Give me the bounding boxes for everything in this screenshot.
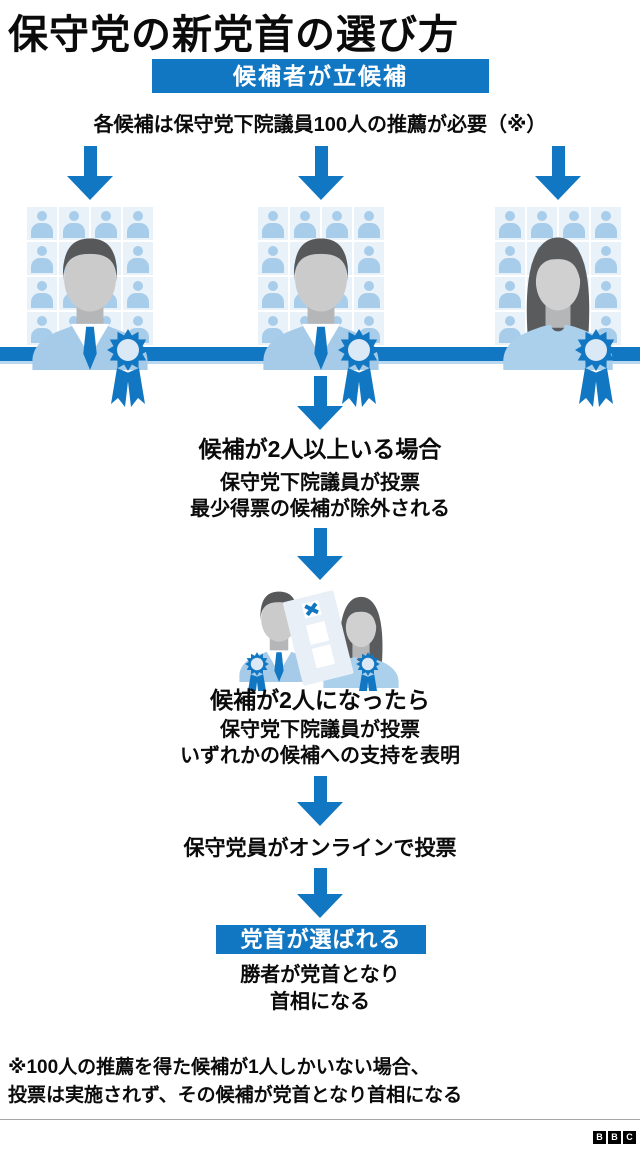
supporter-tile-icon [59,207,89,240]
supporter-tile-icon [123,277,153,310]
supporter-tile-icon [27,207,57,240]
ballot-scene-icon [239,590,399,691]
step5-banner: 党首が選ばれる [216,925,426,954]
footnote-line1: ※100人の推薦を得た候補が1人しかいない場合、 [8,1057,430,1078]
step5-line1: 勝者が党首となり [240,964,400,986]
step2-line1: 保守党下院議員が投票 [220,472,420,494]
step5-line2: 首相になる [270,991,370,1013]
supporter-tile-icon [591,207,621,240]
supporter-tile-icon [27,242,57,275]
supporter-tile-icon [495,277,525,310]
down-arrow-icon [297,868,343,918]
footnote: ※100人の推薦を得た候補が1人しかいない場合、 投票は実施されず、その候補が党… [8,1054,462,1110]
step1-note: 各候補は保守党下院議員100人の推薦が必要（※） [93,114,547,136]
step2-line2: 最少得票の候補が除外される [190,498,450,520]
supporter-tile-icon [495,242,525,275]
supporter-tile-icon [495,207,525,240]
supporter-tile-icon [354,277,384,310]
supporter-tile-icon [258,242,288,275]
supporter-tile-icon [591,242,621,275]
candidate-group [495,207,621,407]
footnote-line2: 投票は実施されず、その候補が党首となり首相になる [8,1085,463,1106]
supporter-tile-icon [258,277,288,310]
rosette-icon [105,320,151,410]
step3-heading: 候補が2人になったら [210,687,430,713]
supporter-tile-icon [354,242,384,275]
candidate-group [27,207,153,407]
step3-line1: 保守党下院議員が投票 [220,719,420,741]
supporter-tile-icon [354,207,384,240]
step4-heading: 保守党員がオンラインで投票 [183,837,457,860]
supporter-tile-icon [527,207,557,240]
step2-heading: 候補が2人以上いる場合 [198,436,442,462]
supporter-tile-icon [123,207,153,240]
step1-banner: 候補者が立候補 [152,59,489,93]
supporter-tile-icon [322,207,352,240]
bbc-logo: B B C [593,1131,636,1144]
supporter-tile-icon [591,277,621,310]
page-title: 保守党の新党首の選び方 [8,13,459,57]
supporter-tile-icon [91,207,121,240]
candidate-group [258,207,384,407]
down-arrow-icon [67,146,113,200]
step3-line2: いずれかの候補への支持を表明 [180,745,460,767]
supporter-tile-icon [258,207,288,240]
down-arrow-icon [297,376,343,430]
down-arrow-icon [297,528,343,580]
supporter-tile-icon [258,312,288,345]
supporter-tile-icon [559,207,589,240]
rosette-icon [573,320,619,410]
supporter-tile-icon [495,312,525,345]
supporter-tile-icon [27,277,57,310]
bbc-logo-letter: C [623,1131,636,1144]
supporter-tile-icon [123,242,153,275]
down-arrow-icon [297,776,343,826]
rosette-icon [336,320,382,410]
supporter-tile-icon [290,207,320,240]
bbc-logo-letter: B [608,1131,621,1144]
divider [0,1119,640,1120]
bbc-logo-letter: B [593,1131,606,1144]
down-arrow-icon [298,146,344,200]
down-arrow-icon [535,146,581,200]
